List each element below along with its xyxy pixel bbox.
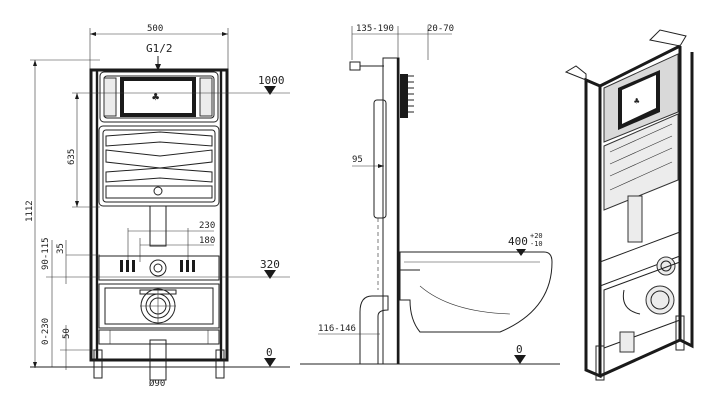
inlet-label: G1/2 — [146, 42, 173, 55]
level-marker-icon — [264, 270, 276, 279]
offset-label: 35 — [56, 243, 66, 254]
connector-height-label: 320 — [260, 258, 280, 271]
outlet-range-label: 116-146 — [318, 324, 356, 334]
iso-logo-icon: ♣ — [634, 97, 640, 107]
pipe-spacing-wide-label: 230 — [199, 221, 215, 231]
frame-outline — [89, 68, 229, 362]
level-marker-icon — [264, 86, 276, 95]
panel-height-label: 635 — [67, 149, 77, 165]
overall-height-label: 1112 — [25, 200, 35, 222]
front-view: 500 G1/2 ♣ 1000 6 — [25, 24, 290, 389]
range-upper-label: 90-115 — [41, 237, 51, 270]
level-marker-icon — [516, 249, 526, 256]
range-lower-label: 0-230 — [41, 318, 51, 345]
pipe-spacing-narrow-label: 180 — [199, 236, 215, 246]
drain-diameter-label: Ø90 — [149, 378, 165, 389]
bracket-slots — [120, 260, 195, 272]
flush-height-label: 1000 — [258, 74, 285, 87]
width-dimension-label: 500 — [147, 24, 163, 34]
bowl-tolerance-lower: -10 — [530, 240, 543, 248]
foot-label: 50 — [62, 328, 72, 339]
bowl-height-label: 400 — [508, 235, 528, 248]
depth-range-label: 135-190 — [356, 24, 394, 34]
isometric-view: ♣ — [564, 29, 694, 381]
side-view: 135-190 20-70 95 400 +20 - — [300, 24, 560, 365]
bowl-tolerance-upper: +20 — [530, 232, 543, 240]
brand-logo-icon: ♣ — [152, 90, 159, 104]
floor-level-label: 0 — [266, 346, 273, 359]
flush-plate-ribs — [408, 75, 414, 113]
wall-range-label: 20-70 — [427, 24, 454, 34]
level-marker-icon — [264, 358, 276, 367]
level-marker-icon — [514, 355, 526, 364]
side-floor-label: 0 — [516, 343, 523, 356]
pipe-depth-label: 95 — [352, 155, 363, 165]
